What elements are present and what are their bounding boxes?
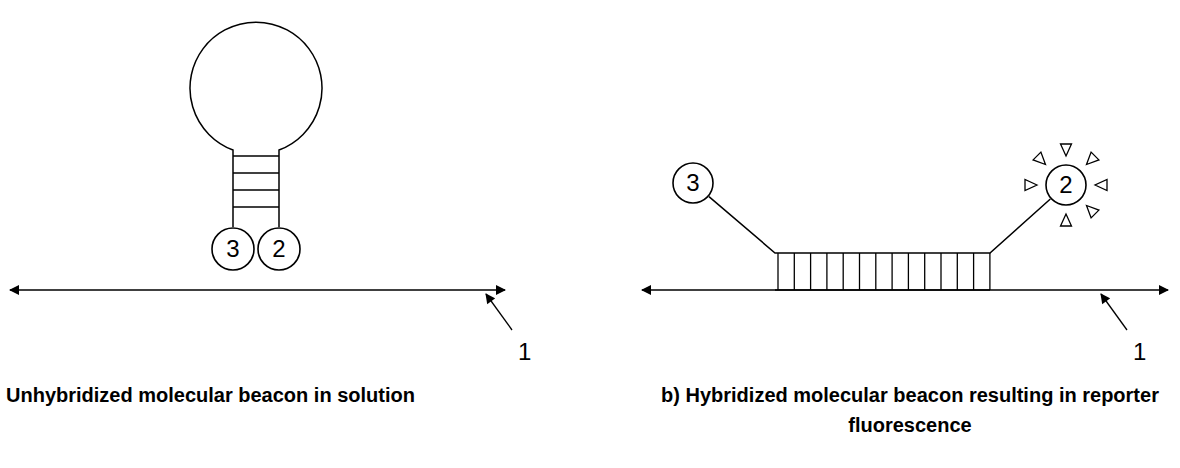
circle-label: 2 [272, 237, 285, 261]
leader-line [1101, 294, 1127, 330]
target-strand [10, 289, 505, 291]
beacon-strand [709, 197, 1050, 253]
circle-label: 3 [686, 171, 699, 195]
label-circle: 2 [257, 227, 301, 271]
stem-base-pairs [233, 156, 279, 207]
circle-label: 3 [226, 237, 239, 261]
caption: b) Hybridized molecular beacon resulting… [660, 380, 1160, 440]
fluorescence-rays [1025, 144, 1107, 226]
target-strand [642, 289, 1168, 291]
hybrid-base-pairs [775, 253, 990, 290]
label-circle: 3 [672, 162, 714, 204]
caption: Unhybridized molecular beacon in solutio… [6, 380, 526, 410]
label-circle: 2 [1045, 164, 1087, 206]
callout-number: 1 [518, 340, 531, 364]
callout-number: 1 [1133, 340, 1146, 364]
label-circle: 3 [211, 227, 255, 271]
leader-line [486, 294, 512, 330]
circle-label: 2 [1059, 173, 1072, 197]
beacon-strand [190, 22, 322, 227]
